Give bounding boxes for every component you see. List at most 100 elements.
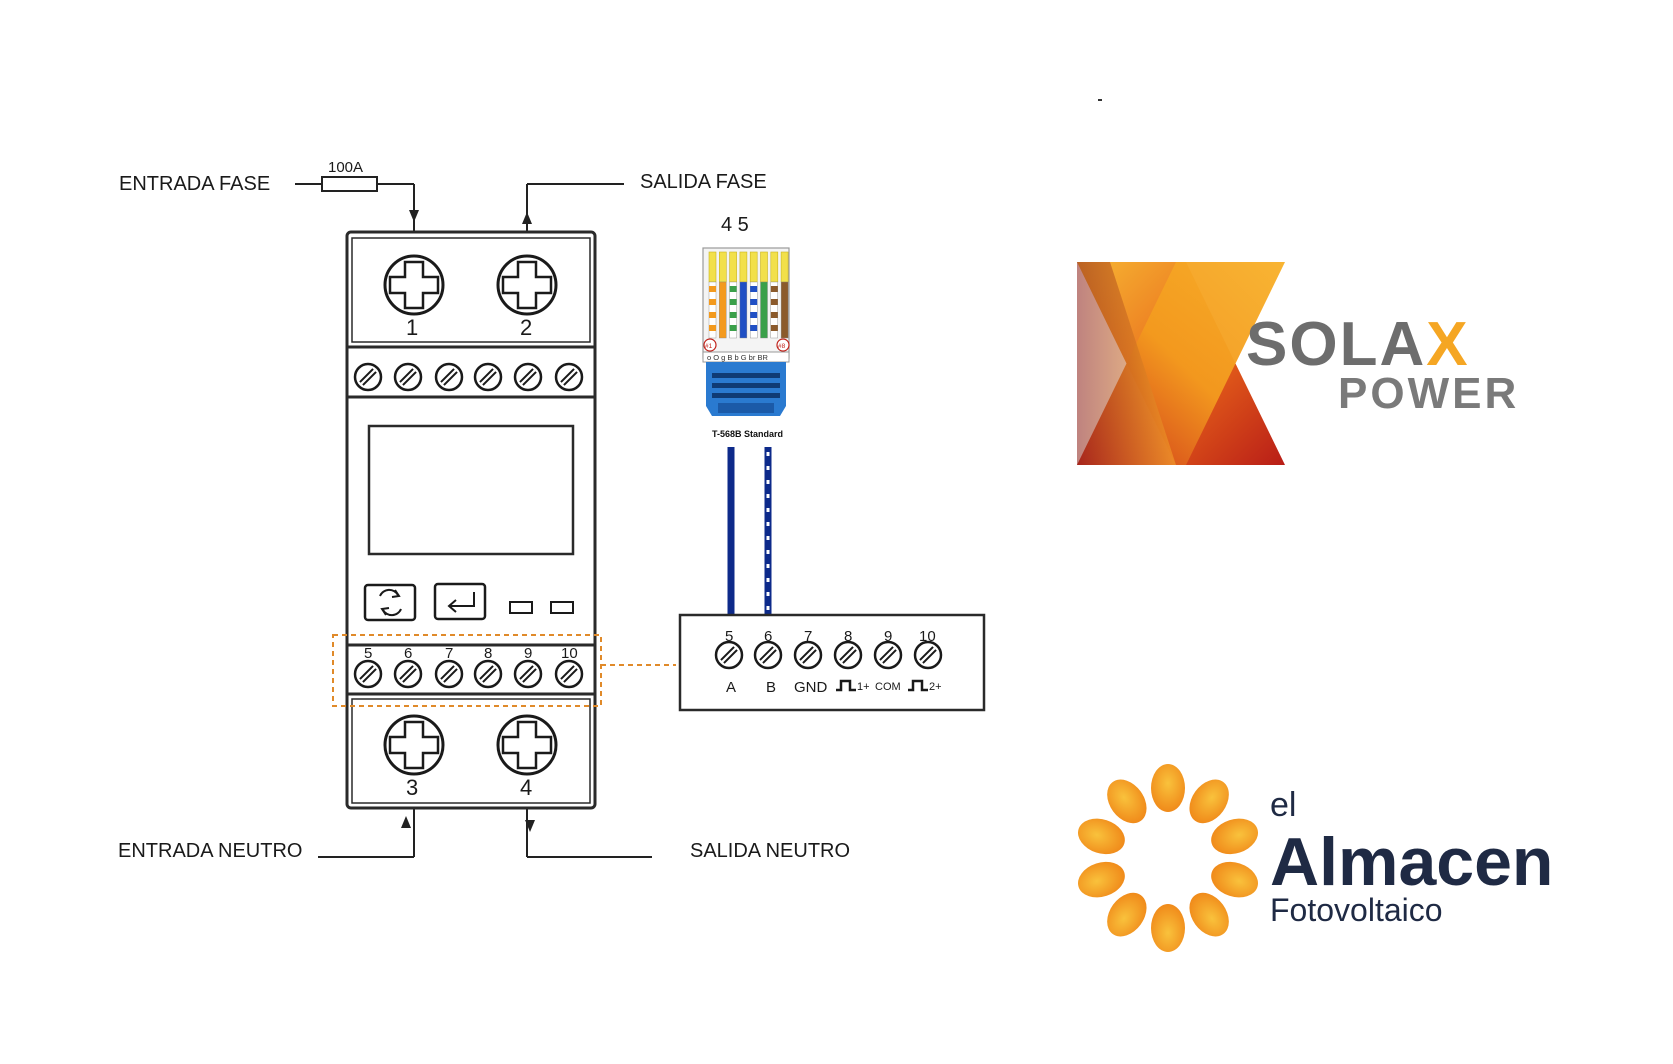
label-salida-neutro: SALIDA NEUTRO: [690, 840, 850, 862]
almacen-logo: el Almacen Fotovoltaico: [1078, 764, 1553, 952]
terminal-block-number: 6: [764, 628, 772, 645]
terminal-block-screw-6: [753, 640, 783, 670]
rj45-wire-stripe: [770, 325, 778, 331]
sun-icon: [1078, 764, 1258, 952]
energy-meter: [345, 230, 597, 810]
rj45-contact: [708, 251, 717, 283]
pulse-icon: [836, 679, 856, 692]
rj45-wire-stripe: [729, 312, 737, 318]
terminal-block-screw-5: [714, 640, 744, 670]
sun-petal: [1189, 892, 1229, 937]
rj45-wire: [719, 281, 727, 339]
rj45-contact: [760, 251, 768, 283]
rj45-wire: [760, 281, 768, 339]
rj45-contact: [780, 251, 789, 283]
small-screw-top-6: [554, 362, 584, 392]
comm-terminal-number: 6: [404, 645, 412, 662]
rj45-wire: [739, 281, 748, 339]
terminal-screw-2: [496, 254, 558, 316]
comm-terminal-number: 9: [524, 645, 532, 662]
signal-pulse2-plus: 2+: [929, 681, 942, 693]
terminal-number-3: 3: [406, 775, 418, 800]
rj45-wire-stripe: [750, 299, 758, 305]
almacen-name: Almacen: [1270, 824, 1553, 900]
rj45-wire-stripe: [729, 286, 737, 292]
label-entrada-fase: ENTRADA FASE: [119, 173, 270, 195]
small-screw-top-5: [513, 362, 543, 392]
rj45-wire: [750, 281, 758, 339]
comm-screw-9: [513, 659, 543, 689]
rj45-wire-stripe: [750, 312, 758, 318]
small-screw-top-3: [434, 362, 464, 392]
rj45-contact: [729, 251, 737, 283]
comm-terminal-number: 10: [561, 645, 578, 662]
signal-com: COM: [875, 681, 901, 693]
solax-logo: SOLAX POWER: [1077, 262, 1516, 465]
phase-input-wire: [295, 176, 415, 232]
rj45-pin8-text: #8: [778, 343, 786, 350]
sun-petal: [1211, 861, 1258, 898]
small-screw-top-2: [393, 362, 423, 392]
scroll-button: [363, 583, 417, 622]
sun-petal: [1189, 779, 1229, 824]
indicator-led-1: [509, 601, 533, 614]
neutral-input-wire: [318, 808, 415, 858]
small-screw-row-comm: [353, 659, 584, 689]
rj45-pin8-marker: [776, 338, 790, 352]
sun-petal: [1211, 818, 1258, 855]
pulse-icon: [908, 679, 928, 692]
solax-x-letter: X: [1426, 310, 1469, 379]
arrow-up-icon: [522, 212, 532, 224]
rj45-wire: [770, 281, 778, 339]
rj45-wire-stripe: [729, 325, 737, 331]
rj45-contact: [718, 251, 727, 283]
terminal-number-1: 1: [406, 315, 418, 340]
solax-wordmark: SOLAX: [1246, 310, 1470, 379]
rj45-wire: [780, 281, 789, 339]
enter-button: [433, 582, 487, 621]
comm-screw-7: [434, 659, 464, 689]
rj45-pin-label: 4 5: [721, 214, 749, 236]
comm-screw-5: [353, 659, 383, 689]
rj45-wire: [708, 281, 717, 339]
rj45-wire-stripe: [729, 299, 737, 305]
terminal-block-number: 5: [725, 628, 733, 645]
comm-screw-6: [393, 659, 423, 689]
rj45-pin1-marker: [703, 338, 717, 352]
arrow-down-icon: [525, 820, 535, 832]
stray-mark: [1098, 99, 1102, 101]
terminal-screw-1: [383, 254, 445, 316]
rj45-wire: [729, 281, 737, 339]
comm-terminal-number: 8: [484, 645, 492, 662]
terminal-block-screw-8: [833, 640, 863, 670]
arrow-up-icon: [401, 816, 411, 828]
signal-b: B: [766, 679, 776, 696]
terminal-block-screw-10: [913, 640, 943, 670]
rj45-wire-stripe: [709, 312, 716, 318]
phase-output-wire: [526, 183, 624, 232]
comm-highlight-box: [332, 634, 602, 707]
terminal-block-number: 9: [884, 628, 892, 645]
comm-screw-10: [554, 659, 584, 689]
neutral-output-wire: [526, 808, 652, 858]
rj45-wire-stripe: [709, 299, 716, 305]
sun-petal: [1078, 818, 1125, 855]
terminal-block-screw-7: [793, 640, 823, 670]
rj45-wire-stripe: [770, 286, 778, 292]
signal-a: A: [726, 679, 736, 696]
rj45-wire-codes: o O g B b G br BR: [707, 353, 768, 362]
rj45-contact: [749, 251, 758, 283]
sun-petal: [1151, 904, 1185, 952]
rj45-pin1-text: #1: [705, 343, 713, 350]
comm-terminal-number: 5: [364, 645, 372, 662]
rj45-wire-stripe: [750, 286, 758, 292]
terminal-block-signals: A B GND 1+ COM 2+: [726, 679, 942, 696]
rj45-wire-stripe: [770, 312, 778, 318]
small-screw-top-4: [473, 362, 503, 392]
rj45-standard-label: T-568B Standard: [712, 429, 783, 439]
small-screw-row-top: [353, 362, 584, 392]
indicator-led-2: [550, 601, 574, 614]
